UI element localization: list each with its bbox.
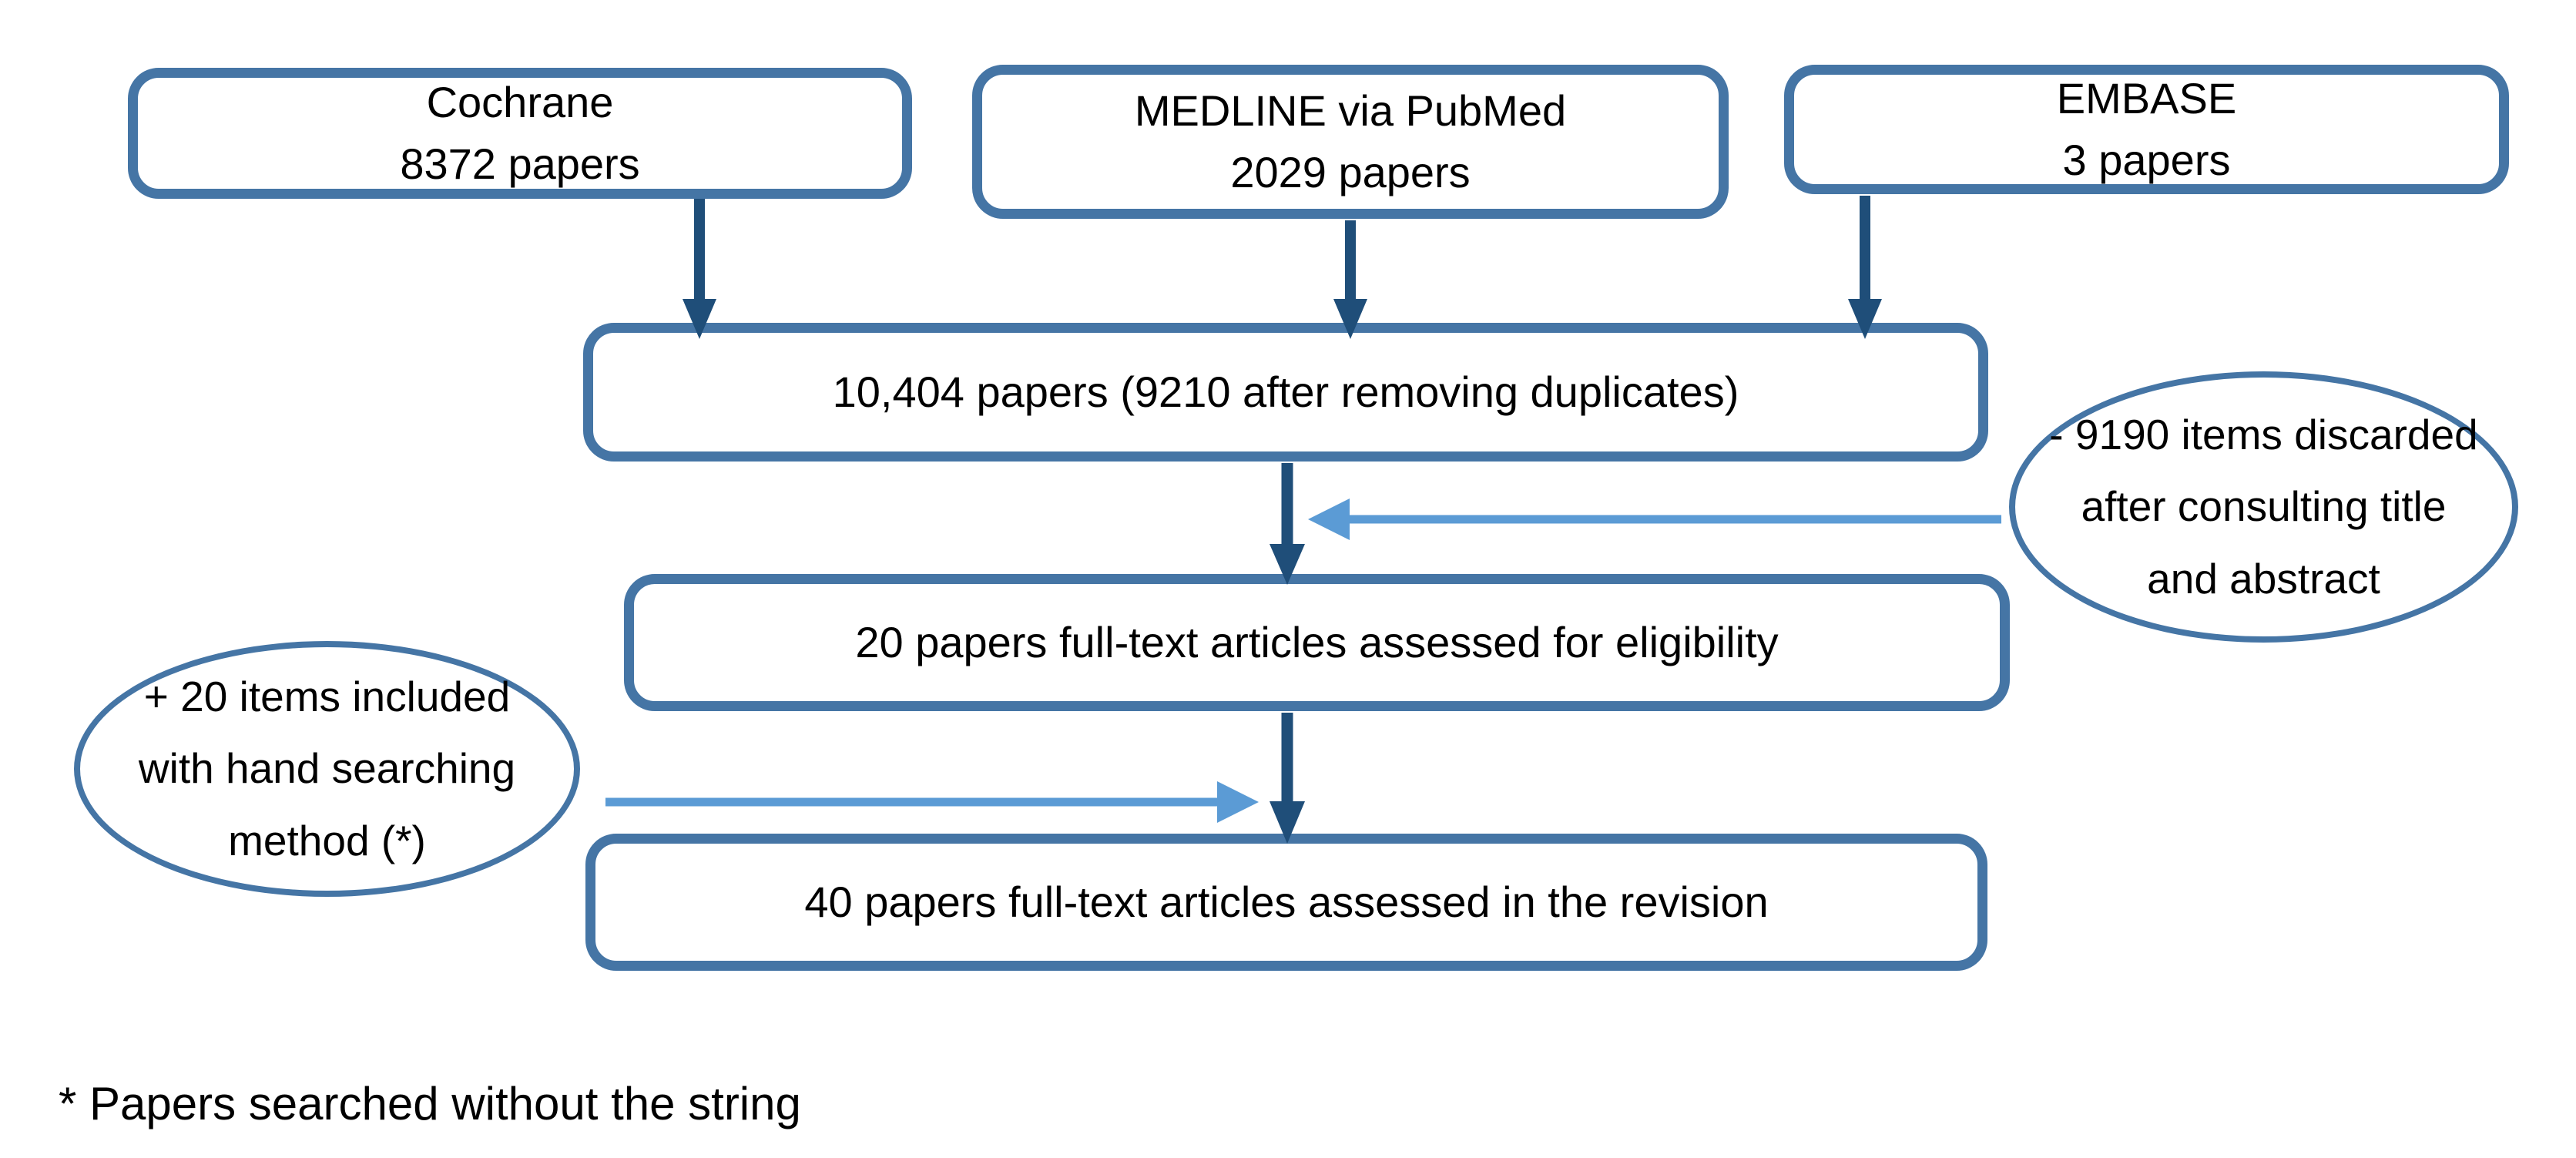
arrow-embase-to-pool-icon <box>1848 196 1882 339</box>
footnote: * Papers searched without the string <box>59 1078 801 1129</box>
annotation-text: + 20 items included with hand searching … <box>138 672 516 864</box>
stage-box-pool: 10,404 papers (9210 after removing dupli… <box>583 323 1988 462</box>
source-box-cochrane: Cochrane 8372 papers <box>128 68 912 199</box>
stage-label: 20 papers full-text articles assessed fo… <box>855 618 1779 667</box>
source-count: 8372 papers <box>400 139 640 188</box>
source-box-medline: MEDLINE via PubMed 2029 papers <box>972 65 1729 219</box>
arrow-eligibility-to-revision-icon <box>1270 713 1305 844</box>
source-count: 2029 papers <box>1230 148 1471 196</box>
source-name: Cochrane <box>426 78 614 127</box>
source-name: MEDLINE via PubMed <box>1134 86 1567 136</box>
stage-label: 10,404 papers (9210 after removing dupli… <box>832 368 1739 417</box>
annotation-ellipse-hand-search: + 20 items included with hand searching … <box>74 641 580 897</box>
annotation-text: - 9190 items discarded after consulting … <box>2049 410 2478 602</box>
source-name: EMBASE <box>2056 74 2237 123</box>
arrow-hand-search-annotation-icon <box>605 781 1259 823</box>
arrow-discarded-annotation-icon <box>1308 498 2001 540</box>
source-count: 3 papers <box>2062 136 2231 184</box>
arrow-cochrane-to-pool-icon <box>683 199 716 339</box>
arrow-medline-to-pool-icon <box>1333 220 1367 339</box>
stage-box-revision: 40 papers full-text articles assessed in… <box>585 834 1987 971</box>
stage-label: 40 papers full-text articles assessed in… <box>804 878 1769 927</box>
source-box-embase: EMBASE 3 papers <box>1784 65 2509 194</box>
arrow-pool-to-eligibility-icon <box>1270 463 1305 585</box>
annotation-ellipse-discarded: - 9190 items discarded after consulting … <box>2009 371 2518 643</box>
stage-box-eligibility: 20 papers full-text articles assessed fo… <box>624 574 2010 711</box>
